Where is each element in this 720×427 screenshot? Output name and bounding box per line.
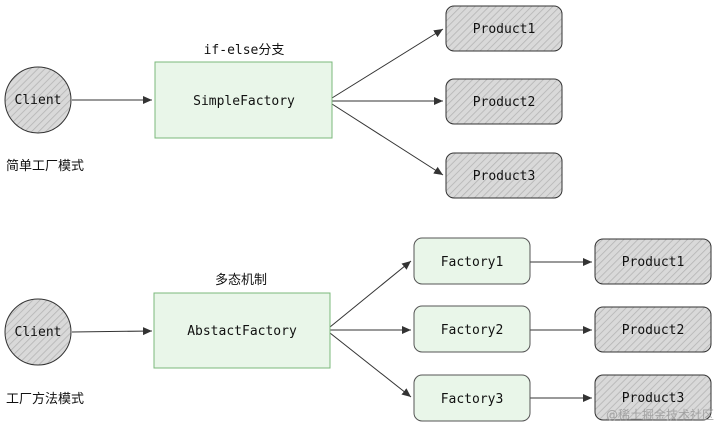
- factory2-label: Factory2: [441, 323, 504, 338]
- abstract-factory-annotation: 多态机制: [215, 272, 267, 288]
- client-node: [4, 66, 72, 134]
- simple-factory-label: SimpleFactory: [193, 94, 295, 109]
- sf-product2-label: Product2: [473, 95, 536, 110]
- arrow-simplefactory-to-product3: [331, 103, 444, 176]
- client-node-2: [4, 298, 72, 366]
- abstract-factory-node: [153, 292, 331, 369]
- simple-factory-node: [154, 61, 333, 139]
- simple-factory-section: Client 简单工厂模式 if-else分支 SimpleFactory Pr…: [4, 5, 563, 199]
- fm-product3-label: Product3: [622, 391, 685, 406]
- watermark: @稀土掘金技术社区: [606, 407, 714, 422]
- sf-product2-node: [445, 78, 563, 125]
- sf-product3-node: [445, 152, 563, 199]
- fm-product2-node: [594, 306, 712, 353]
- client-label: Client: [15, 93, 62, 108]
- factory2-node: [413, 305, 531, 353]
- fm-product3-node: [594, 374, 712, 421]
- arrow-simplefactory-to-product1: [331, 28, 444, 99]
- arrow-abstractfactory-to-factory3: [329, 332, 412, 398]
- client-label-2: Client: [15, 325, 62, 340]
- simple-factory-caption: 简单工厂模式: [6, 158, 84, 174]
- factory-method-caption: 工厂方法模式: [6, 391, 84, 407]
- factory1-node: [413, 237, 531, 285]
- fm-product2-label: Product2: [622, 323, 685, 338]
- factory3-label: Factory3: [441, 392, 504, 407]
- simple-factory-annotation: if-else分支: [204, 43, 285, 58]
- abstract-factory-label: AbstactFactory: [187, 324, 297, 339]
- factory1-label: Factory1: [441, 255, 504, 270]
- arrow-abstractfactory-to-factory1: [329, 260, 412, 328]
- sf-product1-label: Product1: [473, 22, 536, 37]
- sf-product3-label: Product3: [473, 169, 536, 184]
- fm-product1-label: Product1: [622, 255, 685, 270]
- arrow-client-to-abstractfactory: [71, 327, 153, 336]
- factory-method-section: Client 工厂方法模式 多态机制 AbstactFactory Factor…: [4, 237, 712, 422]
- factory3-node: [413, 374, 531, 422]
- fm-product1-node: [594, 238, 712, 285]
- sf-product1-node: [445, 5, 563, 52]
